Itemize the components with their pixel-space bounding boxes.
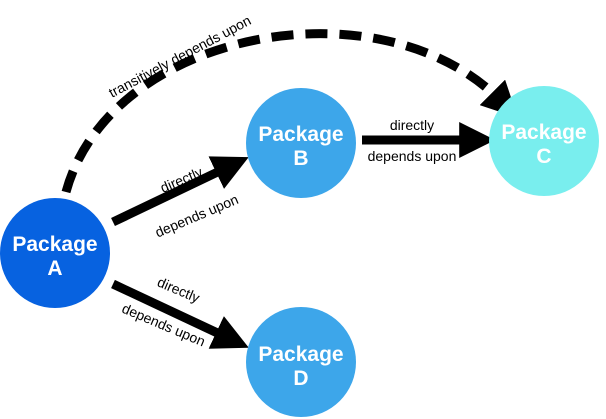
node-package-b-label-line2: B [293,147,308,170]
node-package-c-label-line1: Package [501,121,586,144]
node-package-d-label-line1: Package [258,343,343,366]
node-package-b-circle [246,88,356,198]
node-package-c: Package C [489,86,599,196]
edge-a-c-transitive-arrow [61,29,518,194]
node-package-b-label-line1: Package [258,123,343,146]
node-package-d-circle [246,307,356,417]
node-package-a-label-line2: A [47,257,62,280]
node-package-a-circle [0,198,110,308]
node-package-d-label-line2: D [293,367,308,390]
edge-a-d-arrow [111,279,249,349]
edge-a-b-arrow [111,156,249,227]
node-package-c-circle [489,86,599,196]
edge-b-c-label-line2: depends upon [368,148,457,164]
edge-b-c-label-line1: directly [390,117,434,133]
node-package-a: Package A [0,198,110,308]
edge-a-c-label: transitively depends upon [106,12,254,101]
edge-a-d-label-line1: directly [155,274,202,306]
node-package-b: Package B [246,88,356,198]
node-package-a-label-line1: Package [12,233,97,256]
node-package-d: Package D [246,307,356,417]
node-package-c-label-line2: C [536,145,551,168]
